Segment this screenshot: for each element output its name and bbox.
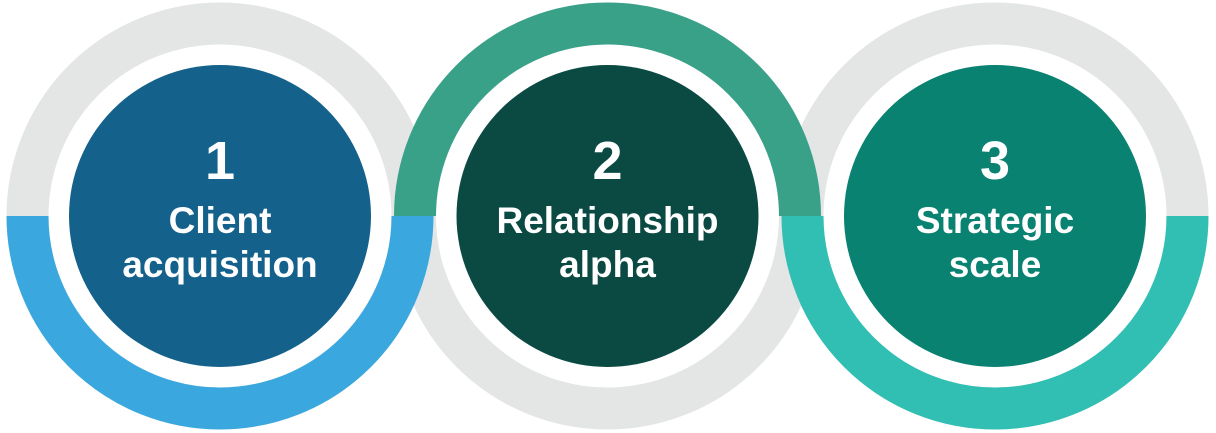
step-3-label-line-2: scale: [949, 244, 1042, 285]
step-2-disc: [456, 65, 759, 367]
step-2-accent-half-ring: [394, 2, 821, 216]
step-1-label-line-2: acquisition: [122, 244, 317, 285]
step-2-number: 2: [592, 131, 622, 191]
step-1-disc: [69, 65, 371, 367]
step-1-label-line-1: Client: [169, 200, 272, 241]
step-2-label-line-1: Relationship: [496, 200, 718, 241]
step-3-label-line-1: Strategic: [916, 200, 1074, 241]
step-3-number: 3: [980, 131, 1010, 191]
step-1-accent-half-ring: [6, 216, 434, 430]
step-3-accent-half-ring: [781, 216, 1209, 430]
step-1-number: 1: [205, 131, 235, 191]
step-3-disc: [844, 65, 1146, 367]
step-2-label-line-2: alpha: [559, 244, 656, 285]
